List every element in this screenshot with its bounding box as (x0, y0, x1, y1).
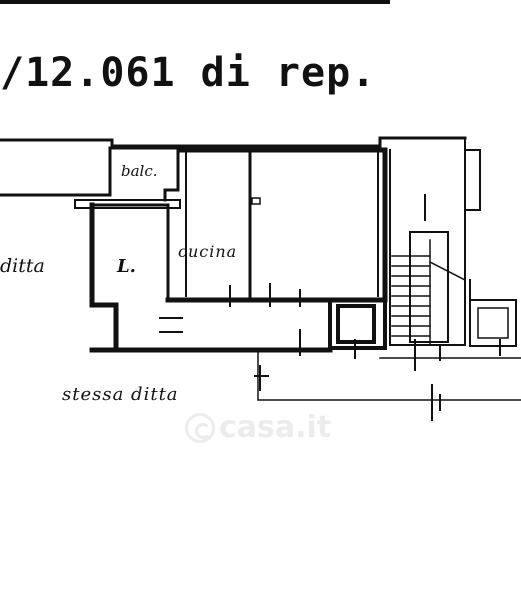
stessa-ditta-label: stessa ditta (62, 384, 179, 405)
watermark-text: casa.it (219, 410, 332, 445)
stair-landing (409, 231, 449, 343)
ditta-label-left: ditta (0, 255, 45, 277)
left-room-inner (90, 203, 170, 302)
outer-wall-top (0, 136, 467, 148)
window-mark (251, 197, 261, 205)
stair-treads (391, 255, 431, 337)
stair-arrow (428, 260, 467, 282)
right-building-edge (464, 137, 481, 211)
tick-marks (159, 194, 501, 421)
stair-outline (389, 149, 466, 346)
shaft-box (336, 304, 376, 344)
lower-boundary-line (257, 349, 521, 401)
right-shaft-box (469, 299, 517, 347)
bottom-wall-right (328, 298, 387, 350)
casa-logo-icon (185, 412, 215, 443)
repertory-number: /12.061 di rep. (0, 50, 377, 96)
kitchen-outer (165, 147, 388, 303)
kitchen-label: cucina (178, 242, 238, 261)
room-label: L. (117, 256, 136, 277)
watermark: casa.it (185, 410, 331, 445)
top-border-line (0, 0, 390, 4)
right-shaft-inner (477, 307, 509, 339)
balcony-label: balc. (121, 162, 158, 180)
balcony-rail (74, 199, 181, 209)
left-room-wall (89, 202, 119, 353)
